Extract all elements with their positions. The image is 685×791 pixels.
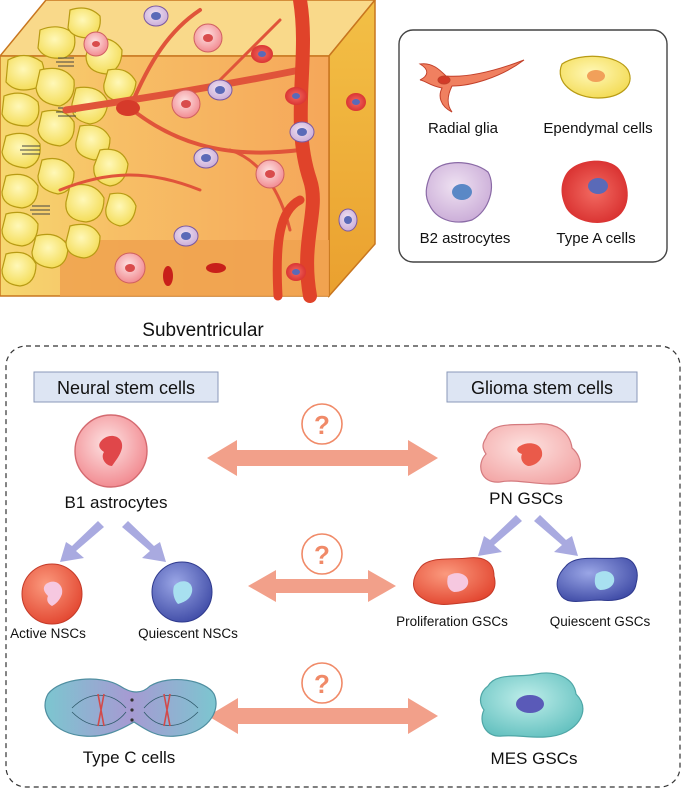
gsc-header-box — [446, 371, 638, 403]
mes-gscs-label: MES GSCs — [491, 749, 578, 768]
block-bottom-band — [60, 240, 329, 296]
blood-vessel — [293, 0, 320, 303]
type-a-cell-icon — [561, 160, 628, 223]
quiescent-nsc-cell — [151, 561, 213, 623]
legend-radial-glia-label: Radial glia — [428, 120, 499, 137]
legend-ependymal-label: Ependymal cells — [543, 120, 652, 137]
b1-astrocytes-label: B1 astrocytes — [65, 493, 168, 512]
svg-text:?: ? — [314, 540, 330, 570]
arrow-to-proliferation — [478, 515, 522, 556]
mes-gsc-cell — [479, 672, 584, 738]
radial-glia-icon — [418, 59, 525, 113]
proliferation-gscs-label: Proliferation GSCs — [396, 614, 508, 629]
comparison-panel: Neural stem cells Glioma stem cells ? ? … — [5, 345, 681, 788]
double-arrow-top — [207, 440, 438, 476]
proliferation-gsc-cell — [413, 557, 496, 605]
double-arrow-middle — [248, 570, 396, 602]
svg-text:?: ? — [314, 669, 330, 699]
arrow-to-quiescent-gsc — [534, 515, 578, 556]
arrow-to-active — [60, 521, 104, 562]
legend-box: Radial glia Ependymal cells B2 astrocyte… — [398, 29, 668, 263]
active-nsc-cell — [21, 563, 83, 625]
ependymal-cell-icon — [559, 55, 631, 99]
block-caption: Subventricular — [142, 320, 264, 341]
quiescent-gsc-cell — [556, 557, 638, 602]
pn-gscs-label: PN GSCs — [489, 489, 563, 508]
pn-gsc-cell — [480, 423, 581, 485]
radial-glia-soma — [116, 100, 140, 116]
arrow-to-quiescent — [122, 521, 166, 562]
active-nscs-label: Active NSCs — [10, 626, 86, 641]
question-middle: ? — [301, 533, 343, 575]
svz-tissue-block — [0, 0, 376, 303]
question-top: ? — [301, 403, 343, 445]
nsc-header-box — [33, 371, 219, 403]
quiescent-nscs-label: Quiescent NSCs — [138, 626, 238, 641]
type-c-cells-label: Type C cells — [83, 748, 176, 767]
quiescent-gscs-label: Quiescent GSCs — [550, 614, 651, 629]
ependymal-layer — [1, 7, 137, 287]
legend-b2-label: B2 astrocytes — [420, 230, 511, 247]
double-arrow-bottom — [208, 698, 438, 734]
legend-type-a-label: Type A cells — [556, 230, 635, 247]
nsc-header: Neural stem cells — [57, 378, 195, 398]
b2-astrocyte-icon — [425, 162, 493, 223]
block-cells — [83, 5, 366, 286]
svg-text:?: ? — [314, 410, 330, 440]
blood-vessel-branch — [272, 195, 305, 301]
question-bottom: ? — [301, 662, 343, 704]
type-c-cell — [44, 678, 217, 737]
gsc-header: Glioma stem cells — [471, 378, 613, 398]
b1-astrocyte-cell — [74, 414, 148, 488]
